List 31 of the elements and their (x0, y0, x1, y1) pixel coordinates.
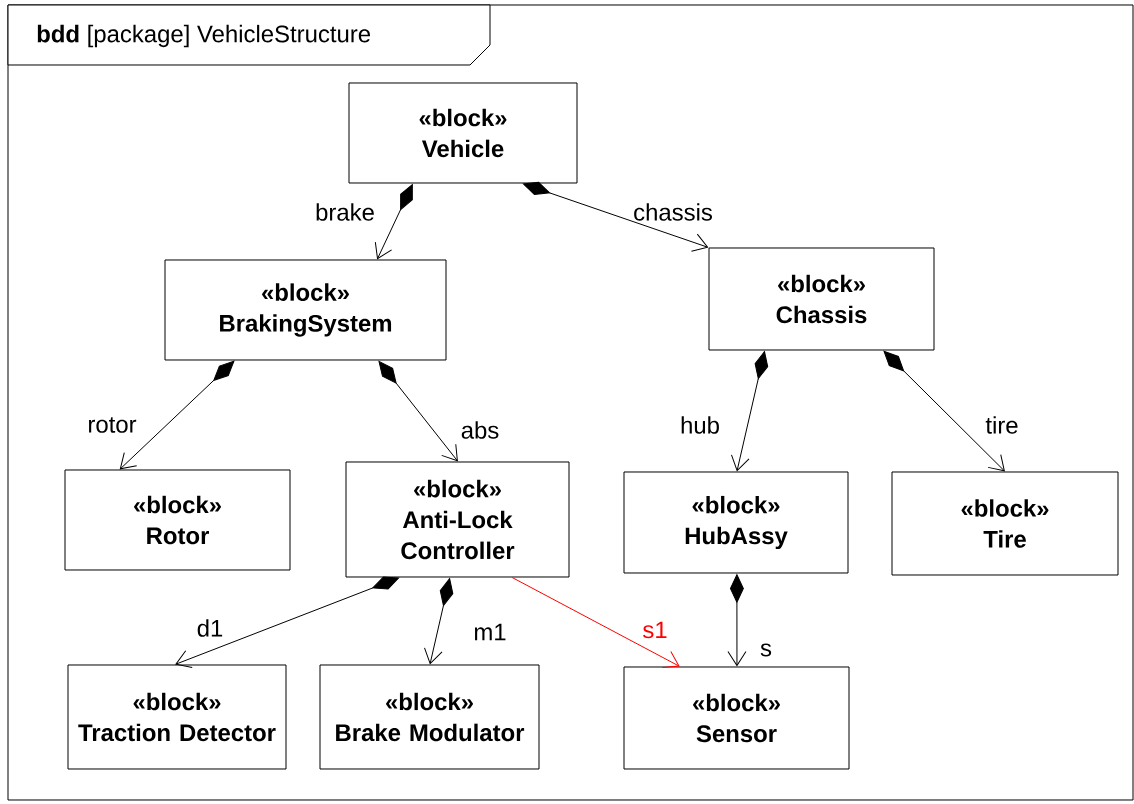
block-box: «block» Rotor (64, 469, 291, 571)
association-arrow (511, 577, 680, 668)
composition-arrow (119, 360, 235, 470)
block-box: «block» Brake Modulator (319, 664, 540, 770)
block-box: «block» HubAssy (623, 471, 849, 574)
role-label: s1 (643, 621, 667, 639)
frame-title: bdd [package] VehicleStructure (7, 4, 491, 66)
role-label: chassis (634, 203, 712, 221)
block-box: «block» Sensor (623, 666, 850, 770)
role-label: s (760, 643, 772, 657)
role-label: tire (985, 416, 1018, 434)
block-box: «block» Traction Detector (67, 664, 287, 770)
composition-arrow (727, 574, 747, 667)
composition-arrow (522, 181, 709, 252)
composition-arrow (883, 350, 1005, 472)
block-box: «block» Chassis (708, 247, 935, 351)
composition-arrow (175, 576, 400, 668)
role-label: rotor (89, 417, 137, 433)
role-label: hub (681, 416, 719, 434)
role-label: d1 (197, 619, 223, 637)
composition-arrow (378, 360, 458, 462)
block-box: «block» Anti-Lock Controller (345, 461, 570, 578)
block-box: «block» BrakingSystem (164, 259, 447, 361)
composition-arrow (731, 351, 769, 472)
role-label: abs (461, 421, 499, 439)
block-box: «block» Tire (891, 471, 1119, 576)
role-label: m1 (475, 623, 506, 641)
block-box: «block» Vehicle (348, 82, 578, 184)
composition-arrow (374, 184, 413, 260)
composition-arrow (424, 578, 454, 665)
role-label: brake (316, 203, 374, 221)
